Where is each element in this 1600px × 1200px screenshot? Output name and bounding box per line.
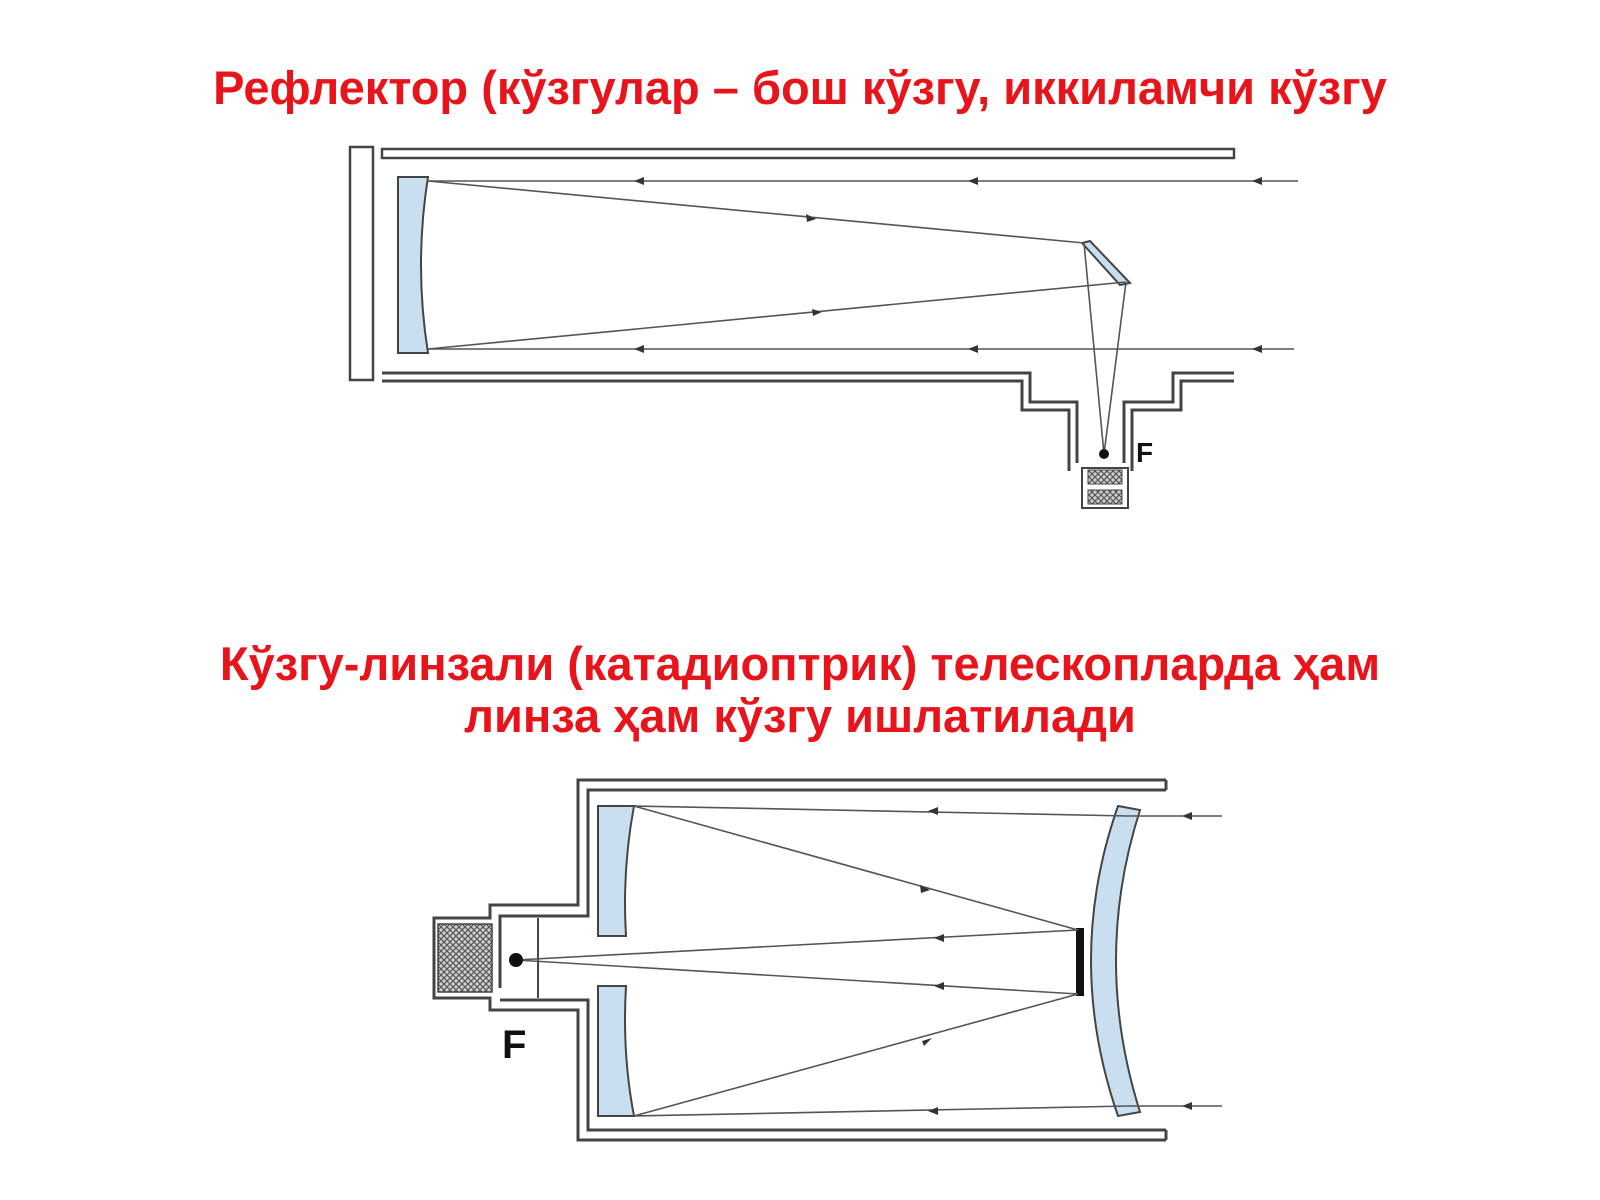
reflector-focus-point — [1099, 449, 1109, 459]
catadioptric-diagram: F — [432, 778, 1222, 1142]
catadioptric-tube-inner — [498, 788, 1166, 1132]
reflector-back-plate — [348, 145, 375, 382]
reflector-heading: Рефлектор (кўзгулар – бош кўзгу, иккилам… — [0, 62, 1600, 114]
reflector-title-bold: Рефлектор — [213, 61, 469, 114]
catadioptric-title-bold: Кўзгу-линзали — [219, 637, 555, 690]
catadioptric-tube-outer — [432, 778, 1166, 1142]
primary-mirror — [397, 176, 430, 354]
reflector-tube-top — [380, 147, 1236, 160]
corrector-lens — [1090, 804, 1142, 1118]
catadioptric-primary-mirror-bottom — [597, 985, 636, 1117]
catadioptric-eyepiece — [437, 923, 493, 993]
reflector-diagram: F — [348, 145, 1298, 509]
catadioptric-primary-mirror-top — [597, 805, 636, 937]
secondary-mirror — [1080, 239, 1132, 287]
catadioptric-heading: Кўзгу-линзали (катадиоптрик) телескоплар… — [0, 638, 1600, 742]
catadioptric-focus-point — [509, 953, 523, 967]
reflector-tube-bottom — [382, 371, 1234, 463]
reflector-title-rest: (кўзгулар – бош кўзгу, иккиламчи кўзгу — [468, 61, 1387, 114]
catadioptric-title-rest: (катадиоптрик) телескопларда ҳам — [554, 637, 1381, 690]
reflector-focus-label: F — [1136, 437, 1153, 468]
catadioptric-focus-label: F — [502, 1023, 526, 1067]
catadioptric-title-line2: линза ҳам кўзгу ишлатилади — [464, 689, 1136, 742]
reflector-tube-bottom-inner — [382, 379, 1234, 471]
catadioptric-secondary-mirror — [1076, 928, 1084, 996]
